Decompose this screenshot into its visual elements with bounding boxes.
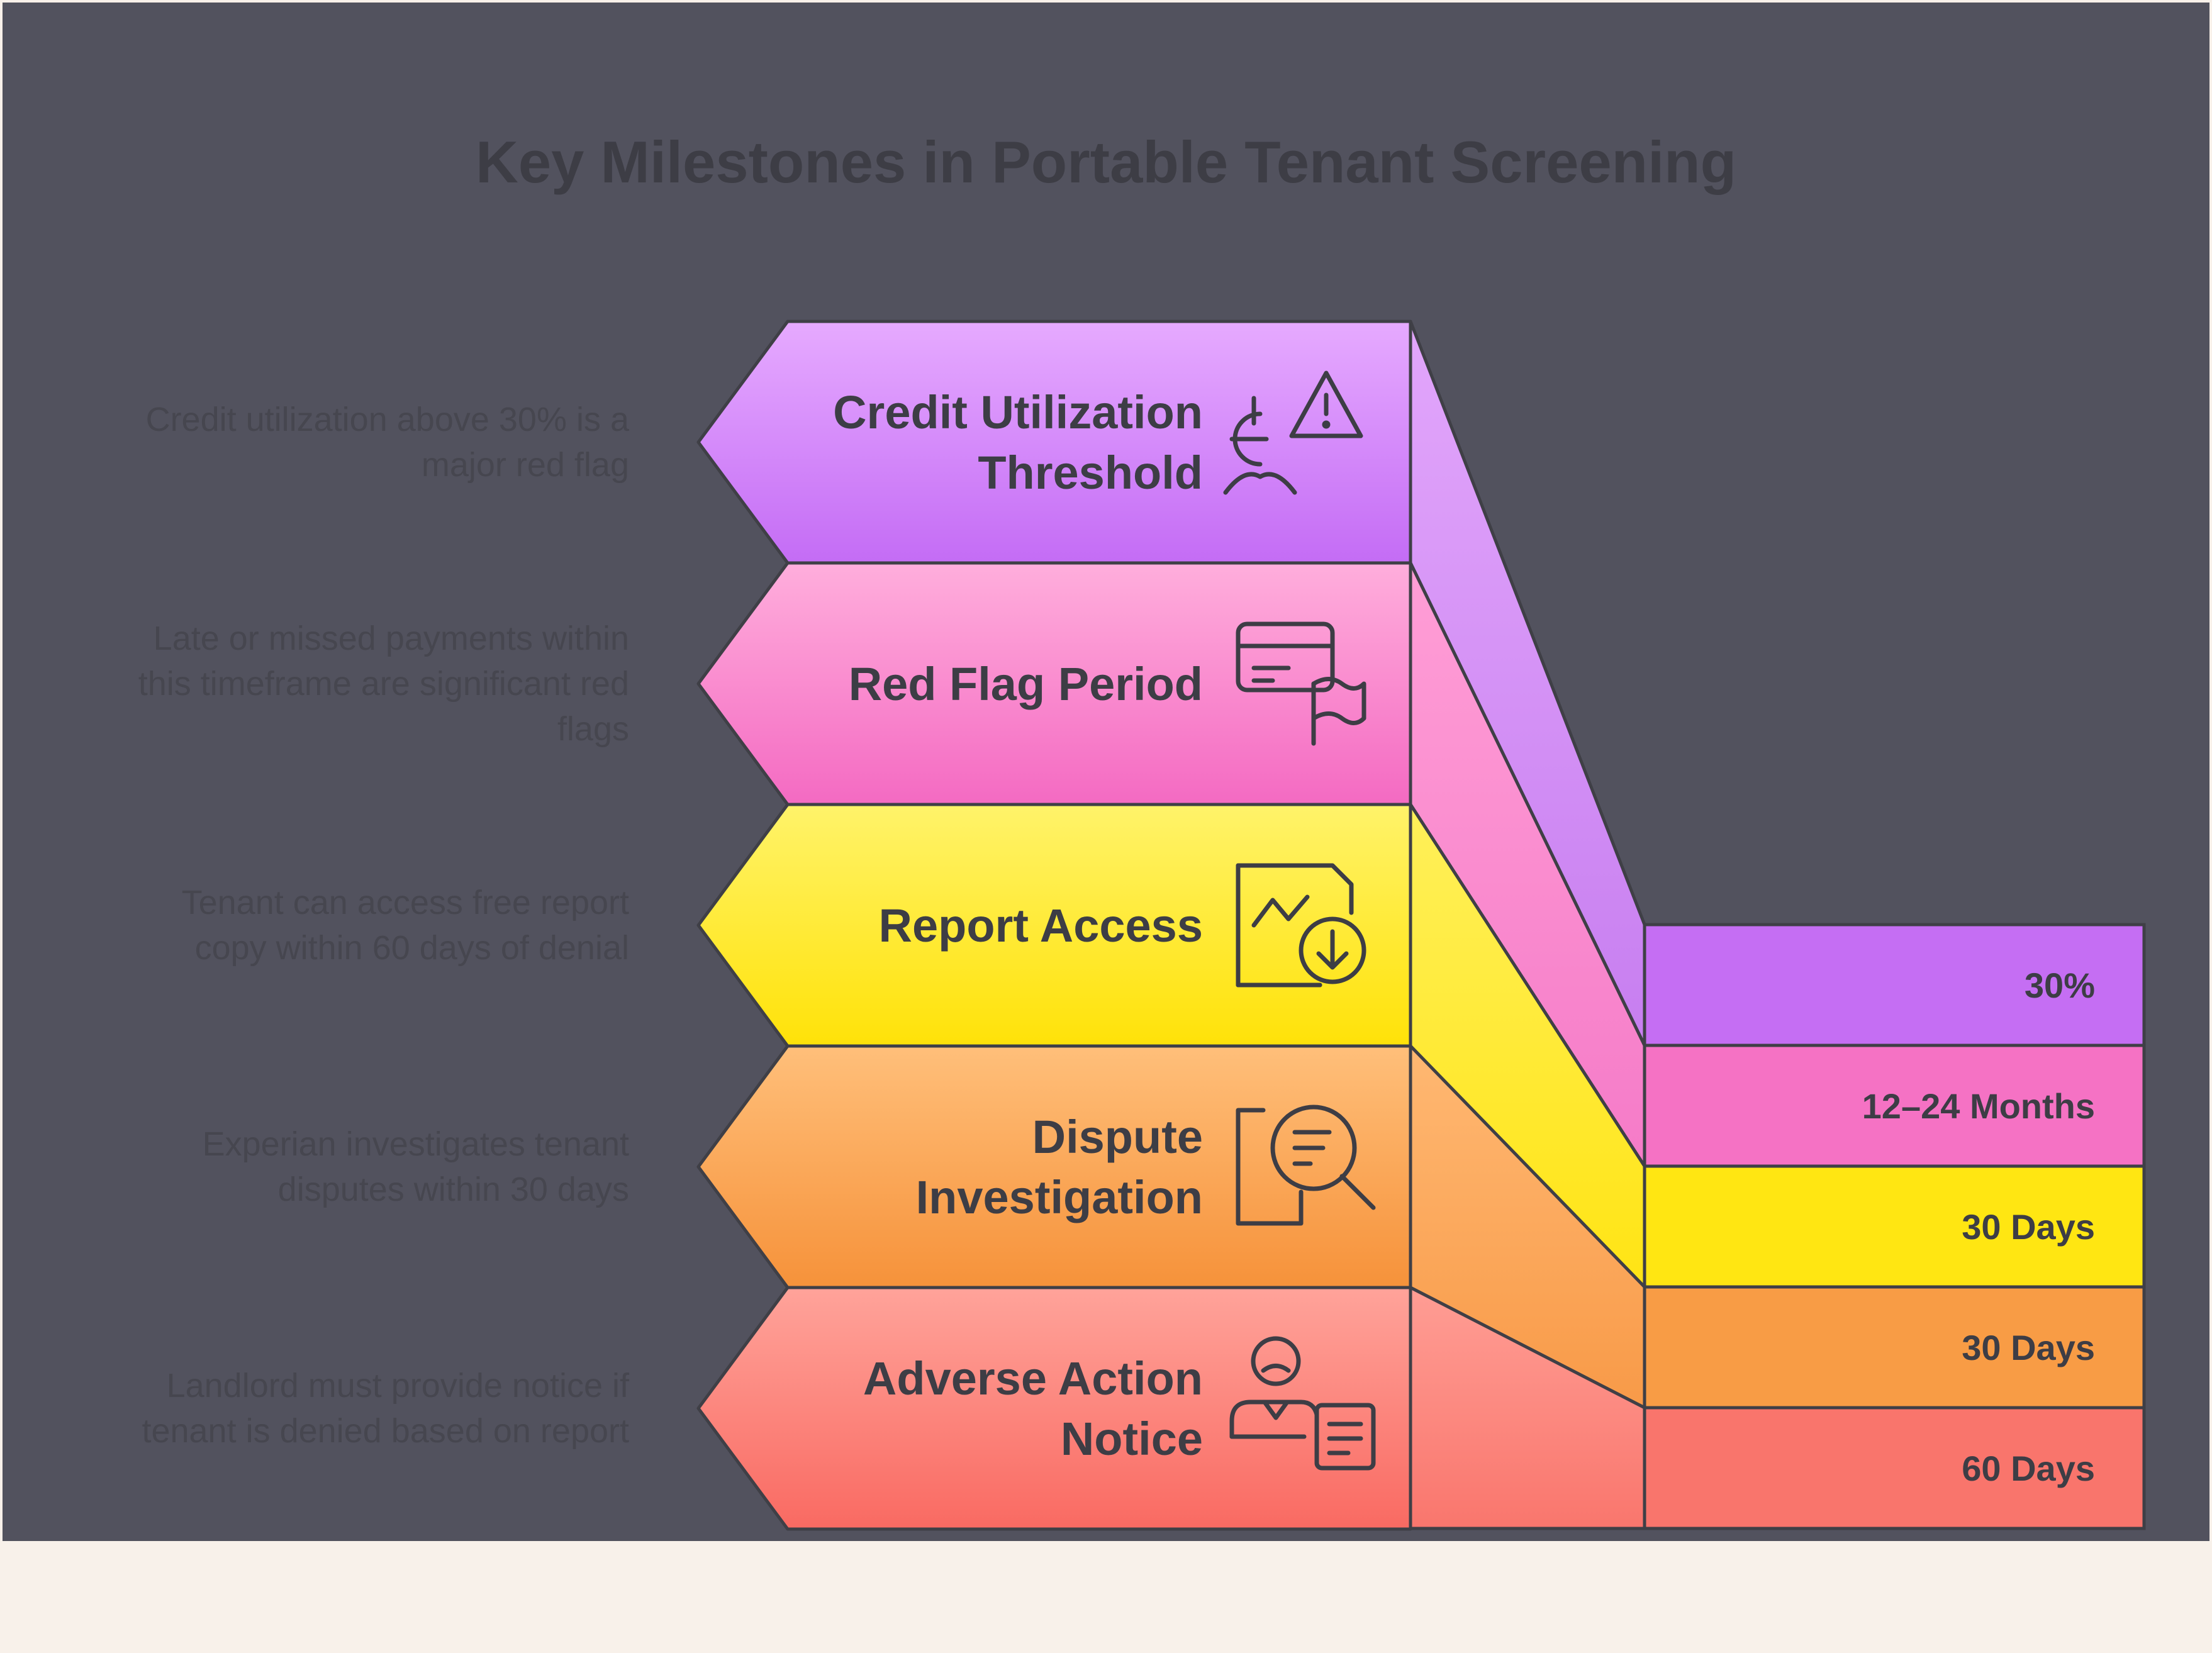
credit-card-flag-icon bbox=[1236, 621, 1366, 746]
milestone-label: Dispute bbox=[1032, 1111, 1203, 1163]
milestone-description: copy within 60 days of denial bbox=[195, 929, 629, 967]
milestone-description: disputes within 30 days bbox=[278, 1171, 629, 1208]
milestone-description: Late or missed payments within bbox=[154, 620, 629, 657]
milestone-label: Report Access bbox=[879, 899, 1203, 952]
value-cell bbox=[1643, 1164, 2146, 1289]
milestone-description: major red flag bbox=[422, 446, 629, 484]
value-label: 30 Days bbox=[1962, 1328, 2095, 1367]
milestone-step bbox=[696, 1286, 1412, 1531]
value-cell bbox=[1643, 1285, 2146, 1410]
milestone-description: Credit utilization above 30% is a bbox=[146, 401, 630, 438]
value-label: 30% bbox=[2025, 966, 2095, 1005]
milestone-description: this timeframe are significant red bbox=[138, 665, 629, 703]
milestone-step bbox=[696, 1044, 1412, 1289]
person-notice-icon bbox=[1229, 1336, 1376, 1471]
document-search-icon bbox=[1236, 1105, 1376, 1226]
credit-utilization-warning-icon bbox=[1223, 370, 1363, 495]
value-cell bbox=[1643, 1406, 2146, 1530]
milestone-descriptions: Credit utilization above 30% is a major r… bbox=[138, 401, 630, 1450]
milestone-description: Tenant can access free report bbox=[182, 884, 629, 921]
value-column: 30% 12–24 Months 30 Days 30 Days 60 Days bbox=[1643, 923, 2146, 1530]
report-download-icon bbox=[1236, 863, 1366, 988]
milestone-description: tenant is denied based on report bbox=[142, 1412, 629, 1450]
milestone-label: Red Flag Period bbox=[849, 658, 1203, 710]
milestone-label: Notice bbox=[1061, 1413, 1203, 1465]
milestone-label: Investigation bbox=[916, 1171, 1203, 1223]
value-cell bbox=[1643, 1044, 2146, 1168]
value-label: 60 Days bbox=[1962, 1449, 2095, 1488]
milestone-label: Adverse Action bbox=[863, 1352, 1203, 1405]
milestone-label: Credit Utilization bbox=[833, 386, 1203, 438]
value-cell bbox=[1643, 923, 2146, 1047]
value-label: 30 Days bbox=[1962, 1207, 2095, 1247]
milestone-label: Threshold bbox=[978, 447, 1203, 499]
milestone-step bbox=[696, 320, 1412, 565]
diagram-title: Key Milestones in Portable Tenant Screen… bbox=[476, 129, 1736, 195]
value-label: 12–24 Months bbox=[1862, 1086, 2095, 1126]
milestone-description: flags bbox=[557, 710, 629, 748]
milestone-description: Experian investigates tenant bbox=[203, 1125, 629, 1163]
milestone-description: Landlord must provide notice if bbox=[167, 1367, 630, 1405]
